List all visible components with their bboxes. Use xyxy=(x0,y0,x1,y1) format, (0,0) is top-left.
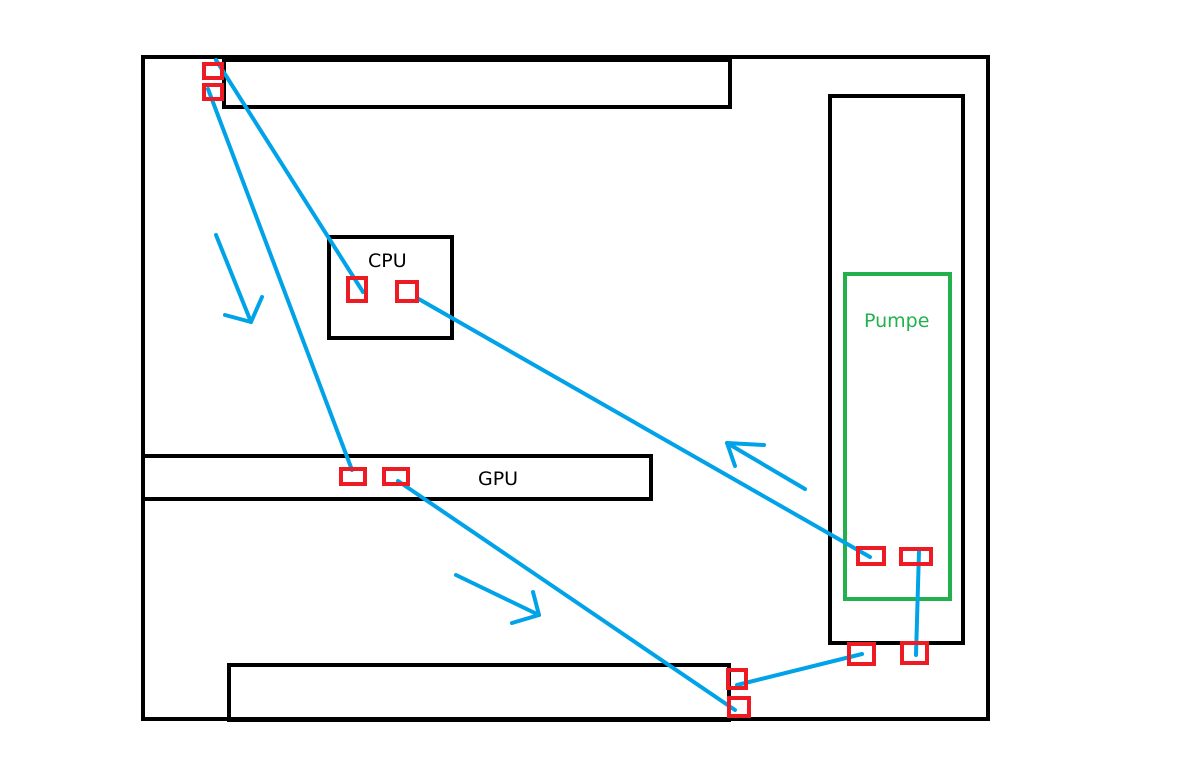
flow-arrow-down-right-head xyxy=(510,590,541,625)
tube-bottom-rad-to-res xyxy=(735,652,864,687)
port-top-rad-1 xyxy=(202,62,224,80)
port-pump-in xyxy=(856,546,886,566)
tube-top-rad-to-gpu xyxy=(206,87,354,472)
flow-arrows xyxy=(214,233,807,625)
flow-arrow-down-left xyxy=(214,233,253,324)
pump-label: Pumpe xyxy=(864,310,929,332)
port-res-1 xyxy=(847,642,876,666)
port-cpu-in xyxy=(346,276,368,303)
port-bottom-rad-2 xyxy=(727,696,751,718)
port-top-rad-2 xyxy=(202,83,224,101)
flow-arrow-down-right xyxy=(454,573,541,617)
pc-case xyxy=(141,55,990,721)
cpu-block xyxy=(327,235,454,340)
flow-arrow-up-left xyxy=(725,441,807,491)
tube-cpu-to-pump xyxy=(415,296,872,559)
cpu-label: CPU xyxy=(368,250,407,272)
tube-top-rad-to-cpu xyxy=(214,58,365,294)
port-gpu-in xyxy=(339,467,367,486)
port-pump-out xyxy=(899,547,933,566)
tubes xyxy=(206,58,921,712)
tube-gpu-to-bottom-rad xyxy=(396,479,737,712)
port-res-2 xyxy=(900,641,929,665)
top-radiator xyxy=(222,58,732,109)
gpu-label: GPU xyxy=(478,468,518,490)
flow-arrow-down-left-head xyxy=(223,295,264,324)
port-gpu-out xyxy=(382,467,410,486)
flow-arrow-up-left-head xyxy=(725,441,766,468)
bottom-radiator xyxy=(227,663,731,722)
pump-box xyxy=(843,272,952,601)
reservoir-housing xyxy=(828,94,965,645)
gpu-card xyxy=(141,454,653,501)
port-cpu-out xyxy=(395,280,419,303)
ports xyxy=(202,62,933,718)
port-bottom-rad-1 xyxy=(726,668,748,690)
tube-pump-to-res xyxy=(914,549,921,657)
